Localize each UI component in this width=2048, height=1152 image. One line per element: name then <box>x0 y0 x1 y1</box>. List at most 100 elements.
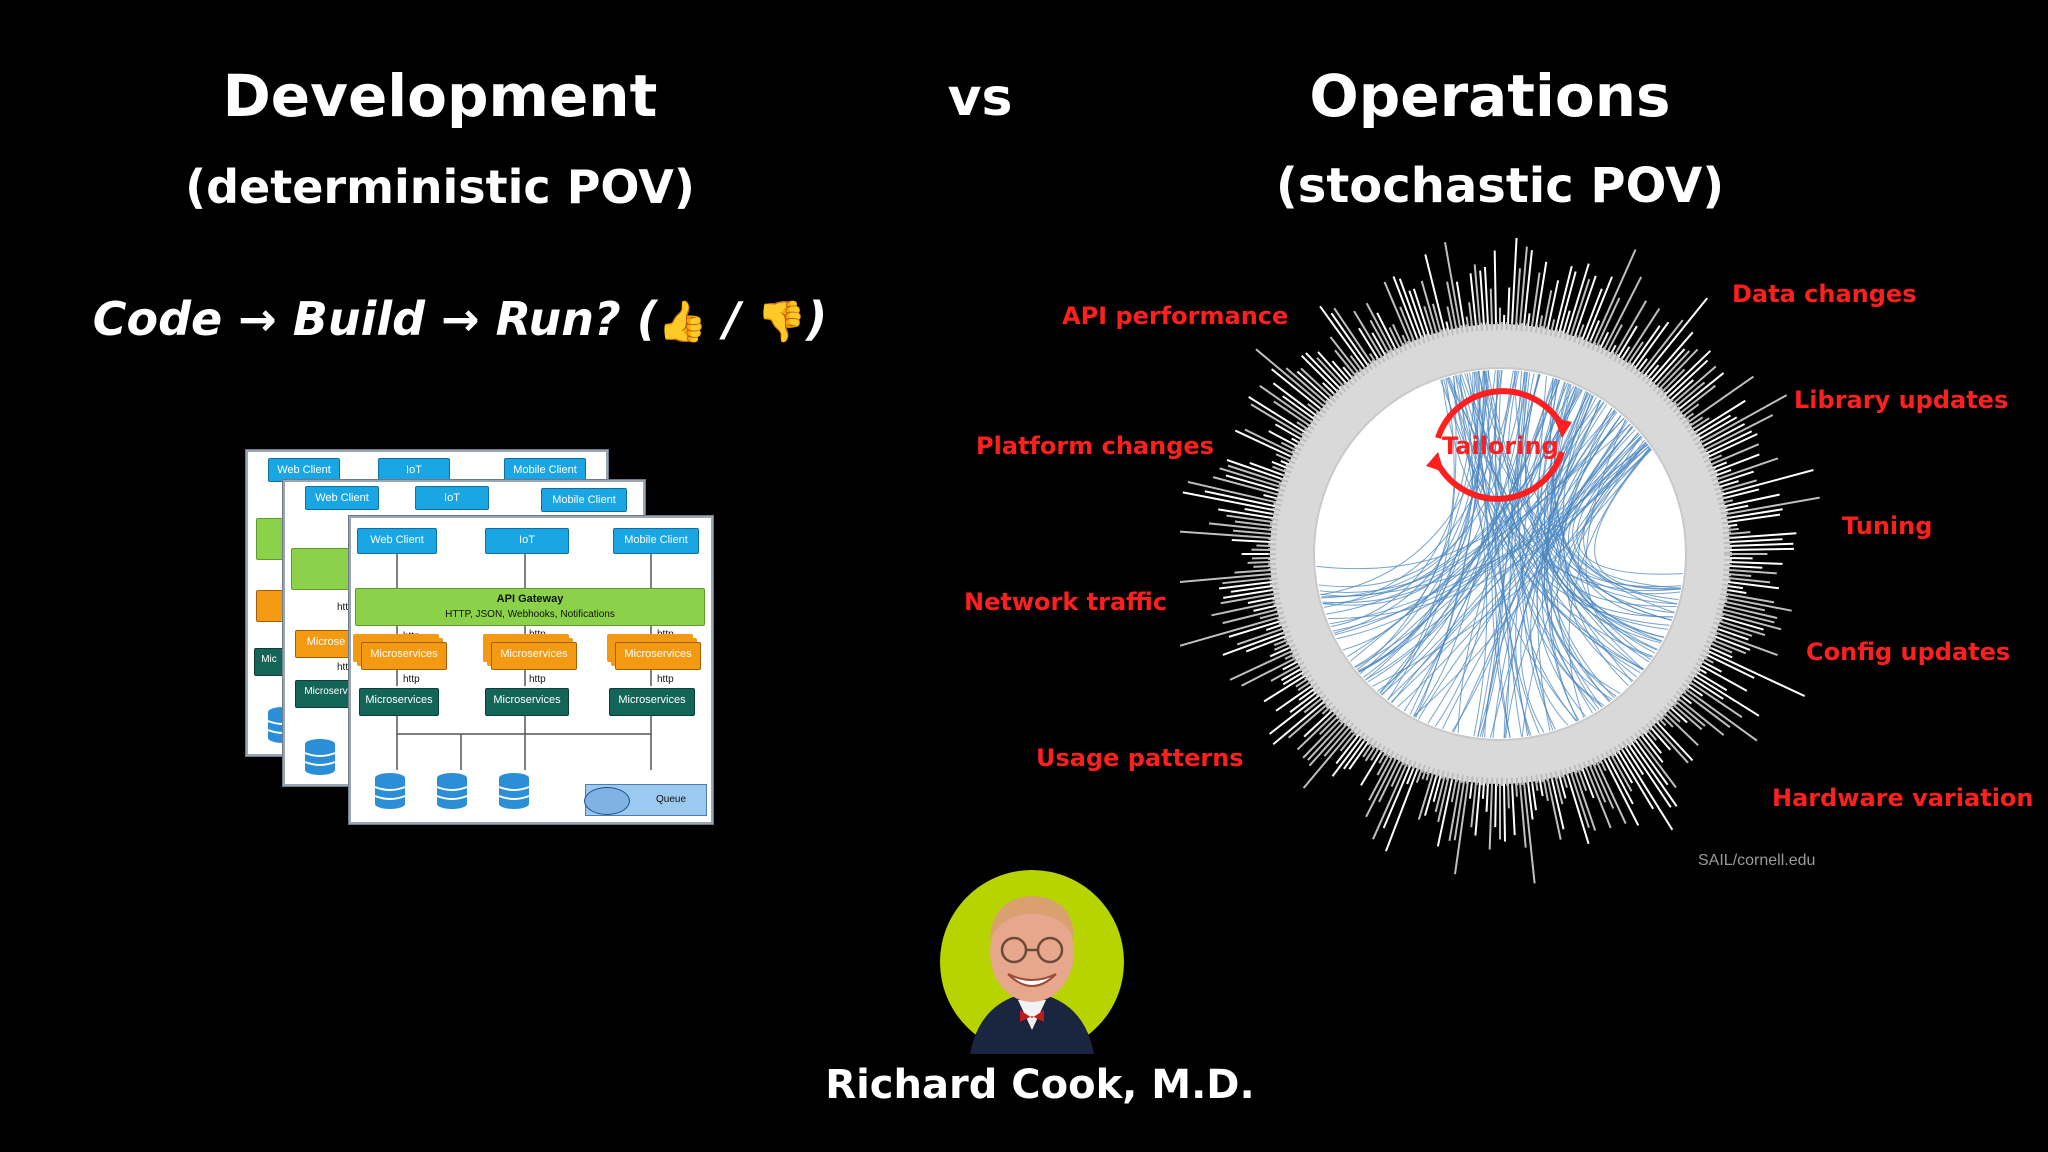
spike-line <box>1569 770 1590 829</box>
spike-line <box>1709 642 1733 654</box>
chord-line <box>1397 419 1627 708</box>
spike-line <box>1671 365 1717 406</box>
spike-line <box>1577 767 1588 792</box>
spike-line <box>1231 538 1273 544</box>
spike-line <box>1285 367 1329 406</box>
pipeline-code: Code <box>92 292 223 346</box>
spike-line <box>1676 696 1725 736</box>
spike-line <box>1248 396 1308 435</box>
chord-line <box>1566 449 1652 682</box>
spike-line <box>1722 493 1780 508</box>
spike-line <box>1666 359 1709 400</box>
spike-line <box>1226 459 1285 481</box>
spike-line <box>1727 542 1794 548</box>
spike-line <box>1378 758 1401 803</box>
spike-line <box>1273 638 1289 647</box>
spike-line <box>1335 733 1361 765</box>
label-network-traffic: Network traffic <box>964 588 1168 616</box>
spike-line <box>1434 774 1446 813</box>
microservice-node: Microservices <box>359 688 439 716</box>
spike-line <box>1663 350 1712 397</box>
chord-line <box>1379 409 1615 694</box>
microservice-node: Microservices <box>609 688 695 716</box>
spike-line <box>1218 580 1274 590</box>
spike-line <box>1642 730 1663 754</box>
spike-line <box>1633 321 1670 371</box>
chord-line <box>1316 391 1587 570</box>
spike-line <box>1591 249 1637 347</box>
spike-line <box>1720 488 1760 500</box>
spike-line <box>1362 742 1374 758</box>
chord-line <box>1464 373 1504 737</box>
spike-line <box>1180 615 1282 647</box>
chord-line <box>1414 370 1498 718</box>
queue-ellipse <box>584 787 630 815</box>
queue-label: Queue <box>656 794 687 805</box>
spike-line <box>1468 302 1474 328</box>
spike-line <box>1713 468 1732 477</box>
spike-line <box>1368 754 1394 801</box>
spike-line <box>1633 737 1669 786</box>
iot-node: IoT <box>378 458 450 482</box>
microservice-node: Microserv <box>295 680 357 708</box>
spike-line <box>1660 714 1674 728</box>
iot-node: IoT <box>485 528 569 554</box>
chord-line <box>1556 410 1616 710</box>
spike-line <box>1234 429 1294 459</box>
spike-line <box>1408 290 1427 339</box>
image-credit: SAIL/cornell.edu <box>1698 852 1816 869</box>
spike-line <box>1591 761 1615 809</box>
spike-line <box>1668 705 1688 724</box>
spike-line <box>1573 769 1597 831</box>
spike-line <box>1558 773 1567 799</box>
spike-line <box>1686 683 1704 697</box>
spike-line <box>1554 774 1564 805</box>
spike-line <box>1692 673 1760 717</box>
spike-line <box>1228 619 1283 638</box>
spike-line <box>1303 708 1334 738</box>
chord-line <box>1559 435 1677 607</box>
spike-line <box>1554 265 1573 334</box>
spike-line <box>1296 711 1337 751</box>
pipeline-build: Build <box>292 292 426 346</box>
spike-line <box>1584 765 1612 829</box>
spike-line <box>1609 752 1633 792</box>
pipeline-close-paren: ) <box>806 292 828 346</box>
spike-line <box>1530 779 1537 811</box>
microservice-node: Microservices <box>485 688 569 716</box>
spike-line <box>1522 780 1536 884</box>
spike-line <box>1302 728 1355 789</box>
spike-line <box>1651 722 1689 764</box>
spike-line <box>1726 527 1739 532</box>
spike-line <box>1372 761 1409 840</box>
spike-line <box>1506 287 1511 327</box>
spike-line <box>1331 735 1364 777</box>
spike-line <box>1626 742 1672 808</box>
spike-line <box>1446 306 1454 332</box>
spike-line <box>1542 290 1553 331</box>
microservice-node: Microservices <box>361 642 447 670</box>
spike-line <box>1318 714 1340 736</box>
vs-label: vs <box>947 68 1013 128</box>
spike-line <box>1364 744 1377 762</box>
spike-line <box>1365 302 1394 354</box>
spike-line <box>1522 249 1533 328</box>
spike-line <box>1219 467 1283 489</box>
spike-line <box>1679 384 1717 415</box>
spike-line <box>1626 341 1644 366</box>
spike-line <box>1712 453 1760 474</box>
spike-line <box>1727 532 1797 540</box>
spike-line <box>1717 480 1739 489</box>
chord-line <box>1491 370 1518 738</box>
mobile-client-node: Mobile Client <box>504 458 586 482</box>
spike-line <box>1398 278 1423 341</box>
chord-line <box>1546 392 1611 702</box>
microservice-node <box>256 590 284 622</box>
spike-line <box>1674 699 1706 727</box>
label-data-changes: Data changes <box>1732 280 1917 308</box>
spike-line <box>1333 307 1374 366</box>
spike-line <box>1542 777 1549 801</box>
spike-line <box>1725 508 1783 520</box>
spike-line <box>1722 600 1766 612</box>
spike-line <box>1212 476 1281 496</box>
